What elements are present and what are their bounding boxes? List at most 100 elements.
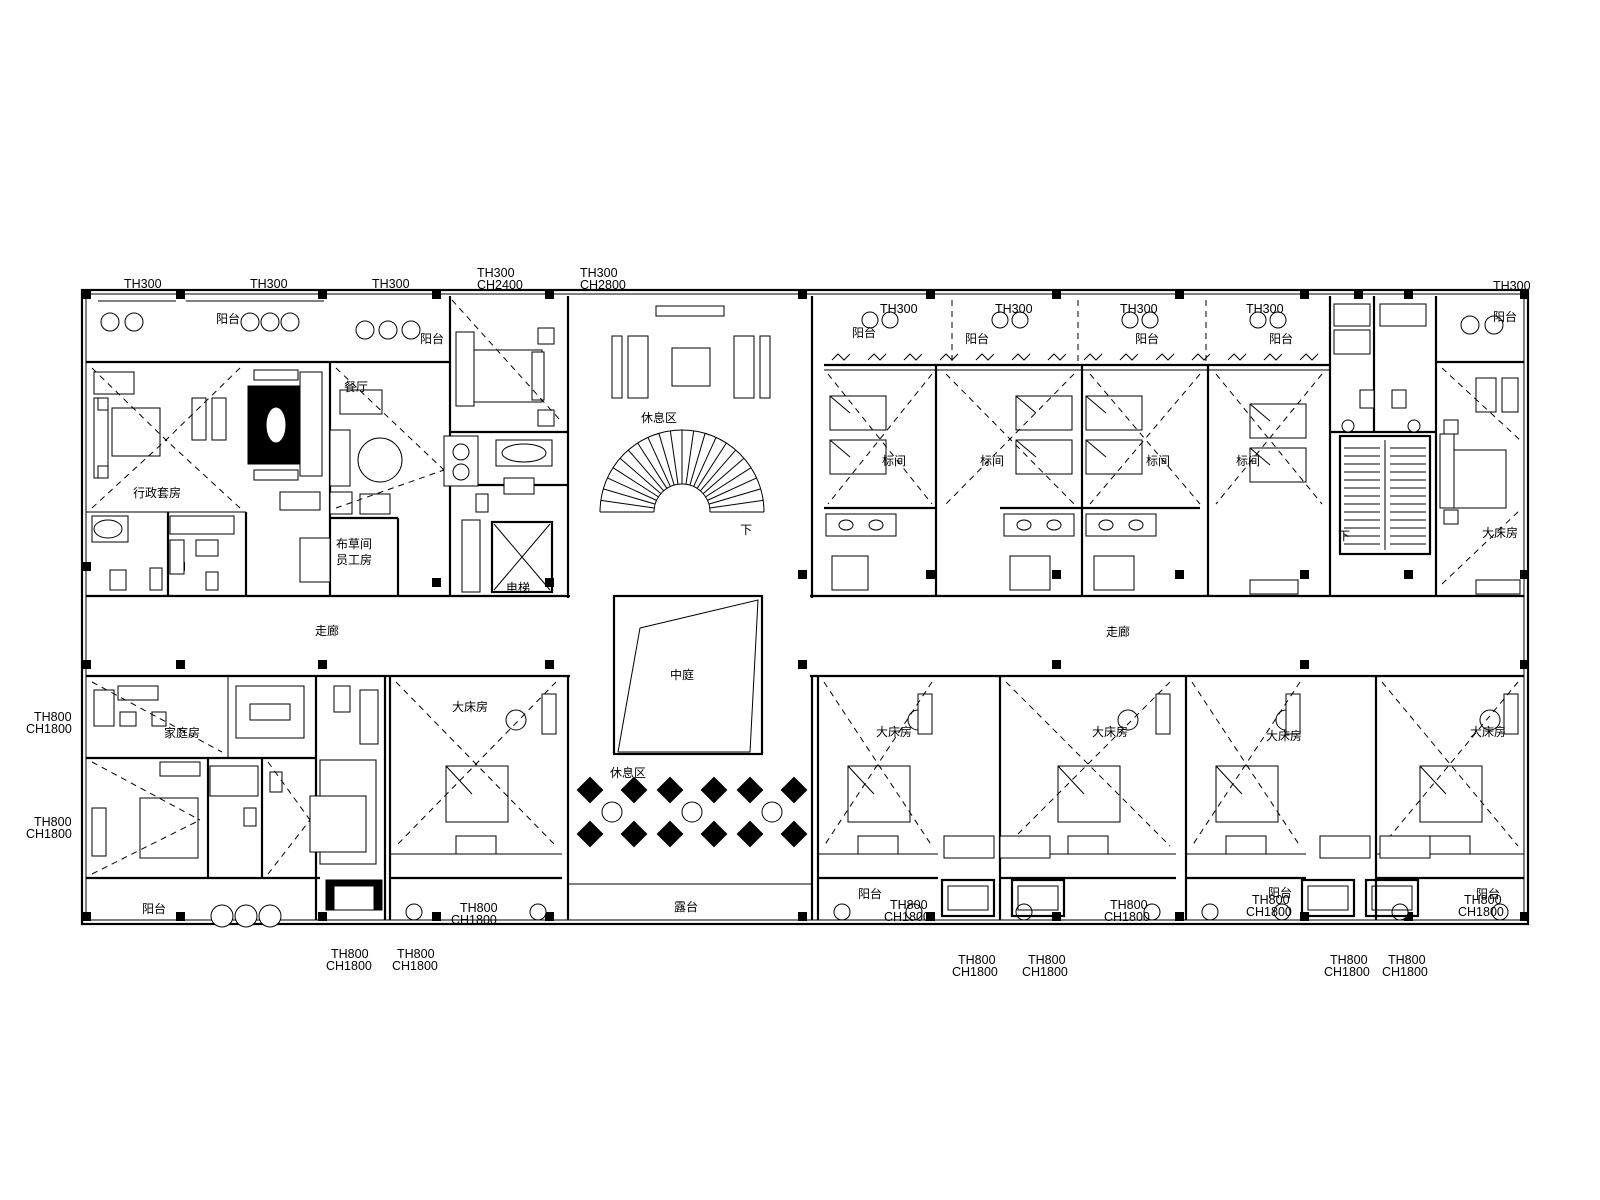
bath-tub-inner (1307, 885, 1349, 911)
spiral-staircase (599, 429, 765, 513)
label-balcony-t3: 阳台 (1135, 331, 1159, 346)
column (545, 912, 554, 921)
bed-fold (1085, 439, 1107, 458)
lounge-chair (700, 820, 728, 848)
label-king-3: 大床房 (1092, 724, 1128, 739)
bath-tub-outdoor (1300, 878, 1356, 918)
lounge-chair (656, 820, 684, 848)
wardrobe (917, 693, 933, 735)
lounge-chair (620, 776, 648, 804)
label-atrium: 中庭 (670, 667, 694, 682)
balcony-chair (1391, 903, 1409, 921)
label-balcony-b1: 阳台 (858, 886, 882, 901)
balcony-chair (1201, 903, 1219, 921)
label-corridor-left: 走廊 (315, 623, 339, 638)
planter-edge (1011, 353, 1031, 361)
planter-edge (975, 353, 995, 361)
planter-edge (1227, 353, 1247, 361)
dimension-tags: TH300 TH300 TH300 TH300 CH2400 TH300 CH2… (26, 266, 1531, 979)
lounge-chair (576, 820, 604, 848)
label-balcony-top-left: 阳台 (216, 311, 240, 326)
balcony-chair (1273, 903, 1291, 921)
vanity (1003, 513, 1075, 537)
label-king-top-right: 大床房 (1482, 525, 1518, 540)
king-rooms (388, 676, 1524, 921)
dim-th800-b2: TH800 (397, 947, 435, 961)
lounge-table (681, 801, 703, 823)
column (1520, 570, 1529, 579)
dim-ch1800-b10: CH1800 (1382, 965, 1428, 979)
label-twin-3: 标间 (1146, 454, 1170, 468)
column (82, 562, 91, 571)
bath-tub-inner (1017, 885, 1059, 911)
layout-diagonal (1215, 373, 1323, 505)
dim-ch1800-left-2: CH1800 (26, 827, 72, 841)
label-king-2: 大床房 (876, 724, 912, 739)
dim-th800-b1: TH800 (331, 947, 369, 961)
bath-tub-outdoor (940, 878, 996, 918)
balcony-chair (1141, 311, 1159, 329)
column (318, 290, 327, 299)
bath-tub-inner (947, 885, 989, 911)
fire-stair-and-king-room (1330, 296, 1524, 596)
twin-bed (1085, 439, 1143, 475)
column (176, 660, 185, 669)
column (1175, 570, 1184, 579)
pebble-patch (999, 835, 1051, 859)
dim-th300-6: TH300 (880, 302, 918, 316)
bed-fold (445, 765, 473, 795)
lounge-chair-sets (576, 776, 808, 848)
sofa (1429, 835, 1471, 855)
column (1404, 570, 1413, 579)
balcony-chair (881, 311, 899, 329)
planter-edge (1047, 353, 1067, 361)
stair-tread (705, 467, 752, 498)
bath-tub-outdoor (1010, 878, 1066, 918)
outer-walls (80, 288, 1530, 926)
bed-fold (1015, 395, 1037, 414)
balcony-chair (905, 903, 923, 921)
column (798, 660, 807, 669)
label-stair-down: 下 (740, 523, 752, 537)
column (176, 290, 185, 299)
bath-tub-inner (1371, 885, 1413, 911)
label-staff-room: 员工房 (336, 552, 372, 567)
stair-tread (607, 477, 657, 501)
stair-tread (689, 433, 706, 486)
dim-th800-b9: TH800 (1330, 953, 1368, 967)
dim-th300-4: TH300 (477, 266, 515, 280)
twin-bed (1015, 395, 1073, 431)
label-twin-2: 标间 (980, 454, 1004, 468)
column (432, 578, 441, 587)
planter-edge (1299, 353, 1319, 361)
dim-th800-b10: TH800 (1388, 953, 1426, 967)
balcony-chair (1249, 311, 1267, 329)
lounge-chair (736, 776, 764, 804)
bath-tub-outdoor (1364, 878, 1420, 918)
label-corridor-right: 走廊 (1106, 624, 1130, 639)
label-lounge-top: 休息区 (641, 410, 677, 425)
king-bed (445, 765, 509, 823)
dim-th800-b3: TH800 (460, 901, 498, 915)
planter-edge (1263, 353, 1283, 361)
label-attendant-room: 布草间 (336, 537, 372, 551)
stair-tread (619, 457, 662, 495)
label-elevator: 电梯 (506, 581, 530, 595)
column (798, 290, 807, 299)
dim-ch1800-b3: CH1800 (451, 913, 497, 927)
layout-diagonal (1215, 373, 1323, 505)
column (432, 912, 441, 921)
sink (1098, 519, 1114, 531)
balcony-chair (1269, 311, 1287, 329)
dim-ch1800-b11: CH1800 (1458, 905, 1504, 919)
dim-ch1800-b6: CH1800 (1022, 965, 1068, 979)
sink (1016, 519, 1032, 531)
king-bed (1215, 765, 1279, 823)
room-labels: 行政套房 餐厅 布草间 员工房 电梯 休息区 下 中庭 走廊 走廊 休息区 家庭… (133, 309, 1518, 916)
column (82, 660, 91, 669)
column (82, 912, 91, 921)
pebble-patch (1379, 835, 1431, 859)
column (545, 578, 554, 587)
label-business-suite: 行政套房 (133, 485, 181, 500)
bed-fold (1419, 765, 1447, 795)
